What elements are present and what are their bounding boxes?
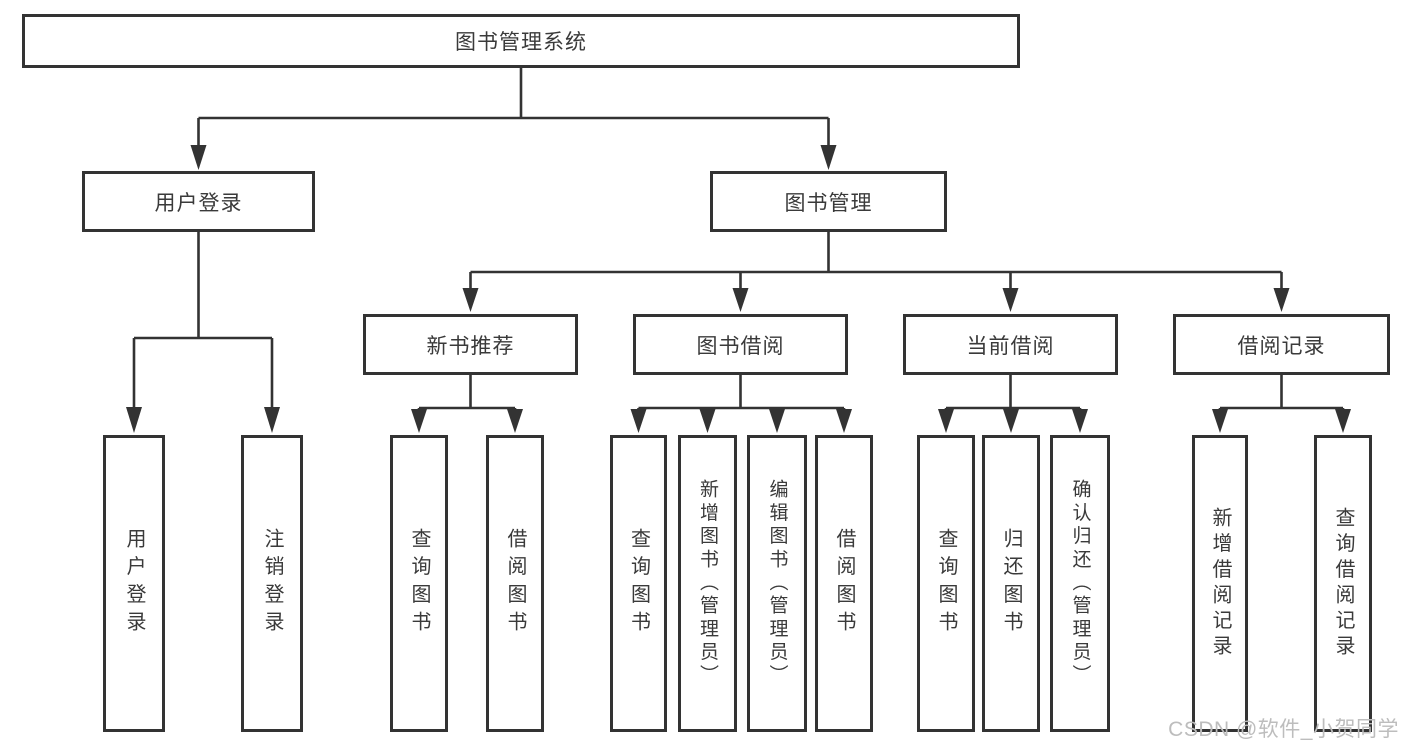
watermark: CSDN @软件_小贺同学 [1168, 718, 1399, 741]
connector-book-mgmt [469, 232, 1283, 290]
leaf-add-borrow-record-label: 新增借阅记录 [1209, 506, 1231, 661]
node-current-borrowing: 当前借阅 [903, 314, 1118, 375]
arrowhead-down-icon [820, 145, 837, 170]
arrowhead-down-icon [699, 409, 716, 433]
arrowhead-down-icon [1335, 409, 1351, 433]
node-user-login: 用户登录 [82, 171, 315, 232]
connector-current [944, 375, 1082, 412]
connector-borrowing [637, 375, 846, 412]
leaf-logout: 注销登录 [241, 435, 303, 732]
node-new-book-recommend: 新书推荐 [363, 314, 578, 375]
leaf-edit-books-admin-label: 编辑图书（管理员） [766, 479, 788, 688]
leaf-edit-books-admin: 编辑图书（管理员） [747, 435, 807, 732]
node-borrowing-records: 借阅记录 [1173, 314, 1390, 375]
arrowhead-down-icon [190, 145, 207, 170]
leaf-query-books-1-label: 查询图书 [408, 528, 430, 639]
arrowhead-down-icon [1003, 409, 1019, 433]
arrowhead-down-icon [769, 409, 785, 433]
node-book-borrowing: 图书借阅 [633, 314, 848, 375]
leaf-user-login: 用户登录 [103, 435, 165, 732]
node-root-label: 图书管理系统 [455, 31, 587, 54]
leaf-query-books-1: 查询图书 [390, 435, 448, 732]
leaf-return-books: 归还图书 [982, 435, 1040, 732]
arrowhead-down-icon [411, 409, 427, 433]
leaf-user-login-label: 用户登录 [123, 528, 145, 639]
connector-records [1218, 375, 1345, 412]
leaf-confirm-return-admin: 确认归还（管理员） [1050, 435, 1110, 732]
node-current-borrowing-label: 当前借阅 [966, 334, 1055, 358]
arrowhead-down-icon [507, 409, 523, 433]
leaf-borrow-books-1: 借阅图书 [486, 435, 544, 732]
arrowhead-down-icon [462, 288, 479, 312]
arrowhead-down-icon [1212, 409, 1228, 433]
leaf-add-borrow-record: 新增借阅记录 [1192, 435, 1248, 732]
arrowhead-down-icon [938, 409, 954, 433]
leaf-add-books-admin: 新增图书（管理员） [678, 435, 737, 732]
arrowhead-down-icon [836, 409, 852, 433]
node-root: 图书管理系统 [22, 14, 1020, 68]
leaf-confirm-return-admin-label: 确认归还（管理员） [1069, 479, 1091, 688]
leaf-query-books-2: 查询图书 [610, 435, 667, 732]
leaf-borrow-books-2: 借阅图书 [815, 435, 873, 732]
leaf-borrow-books-2-label: 借阅图书 [833, 528, 855, 639]
node-book-borrowing-label: 图书借阅 [696, 334, 785, 358]
node-borrowing-records-label: 借阅记录 [1237, 334, 1326, 358]
connector-user-login [132, 232, 274, 410]
leaf-logout-label: 注销登录 [261, 528, 283, 639]
leaf-query-books-3: 查询图书 [917, 435, 975, 732]
arrowhead-down-icon [264, 407, 280, 433]
leaf-query-books-3-label: 查询图书 [935, 528, 957, 639]
arrowhead-down-icon [732, 288, 749, 312]
leaf-query-books-2-label: 查询图书 [627, 528, 650, 639]
leaf-query-borrow-record-label: 查询借阅记录 [1332, 506, 1354, 661]
leaf-query-borrow-record: 查询借阅记录 [1314, 435, 1372, 732]
node-book-management-label: 图书管理 [784, 191, 873, 215]
leaf-add-books-admin-label: 新增图书（管理员） [697, 479, 718, 688]
arrowhead-down-icon [126, 407, 142, 433]
arrowhead-down-icon [1273, 288, 1290, 312]
node-new-book-recommend-label: 新书推荐 [426, 334, 515, 358]
node-book-management: 图书管理 [710, 171, 947, 232]
arrowhead-down-icon [1002, 288, 1019, 312]
arrowhead-down-icon [1072, 409, 1088, 433]
connector-new-books [417, 375, 517, 412]
connector-root [197, 68, 830, 148]
arrowhead-down-icon [630, 409, 647, 433]
leaf-borrow-books-1-label: 借阅图书 [504, 528, 526, 639]
leaf-return-books-label: 归还图书 [1000, 528, 1022, 639]
node-user-login-label: 用户登录 [154, 191, 243, 215]
